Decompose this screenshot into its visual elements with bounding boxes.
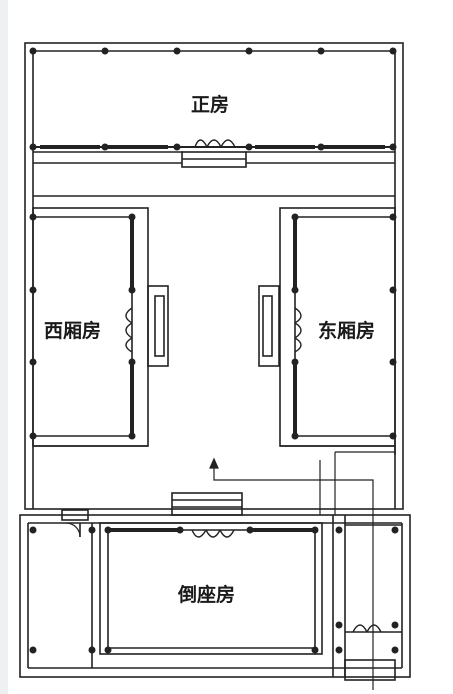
south-hall-label: 倒座房 <box>178 584 236 606</box>
gate-steps <box>344 659 396 681</box>
main-hall-door <box>194 139 236 148</box>
south-hall-door <box>191 529 235 538</box>
paper-edge-shadow <box>0 0 8 694</box>
main-hall <box>33 139 395 168</box>
columns <box>29 47 399 654</box>
gate-door <box>352 624 382 633</box>
east-wing-label: 东厢房 <box>318 320 376 342</box>
east-wing-door <box>294 307 302 353</box>
east-wing-steps <box>258 285 280 367</box>
south-hall-steps <box>171 492 243 516</box>
west-wing-label: 西厢房 <box>44 320 102 342</box>
entry-route <box>209 451 395 690</box>
south-hall <box>19 492 411 681</box>
west-wing-steps <box>147 285 169 367</box>
west-wing-door <box>125 307 133 353</box>
main-hall-label: 正房 <box>191 94 230 116</box>
outer-wall <box>24 42 404 510</box>
west-wing <box>32 207 169 447</box>
